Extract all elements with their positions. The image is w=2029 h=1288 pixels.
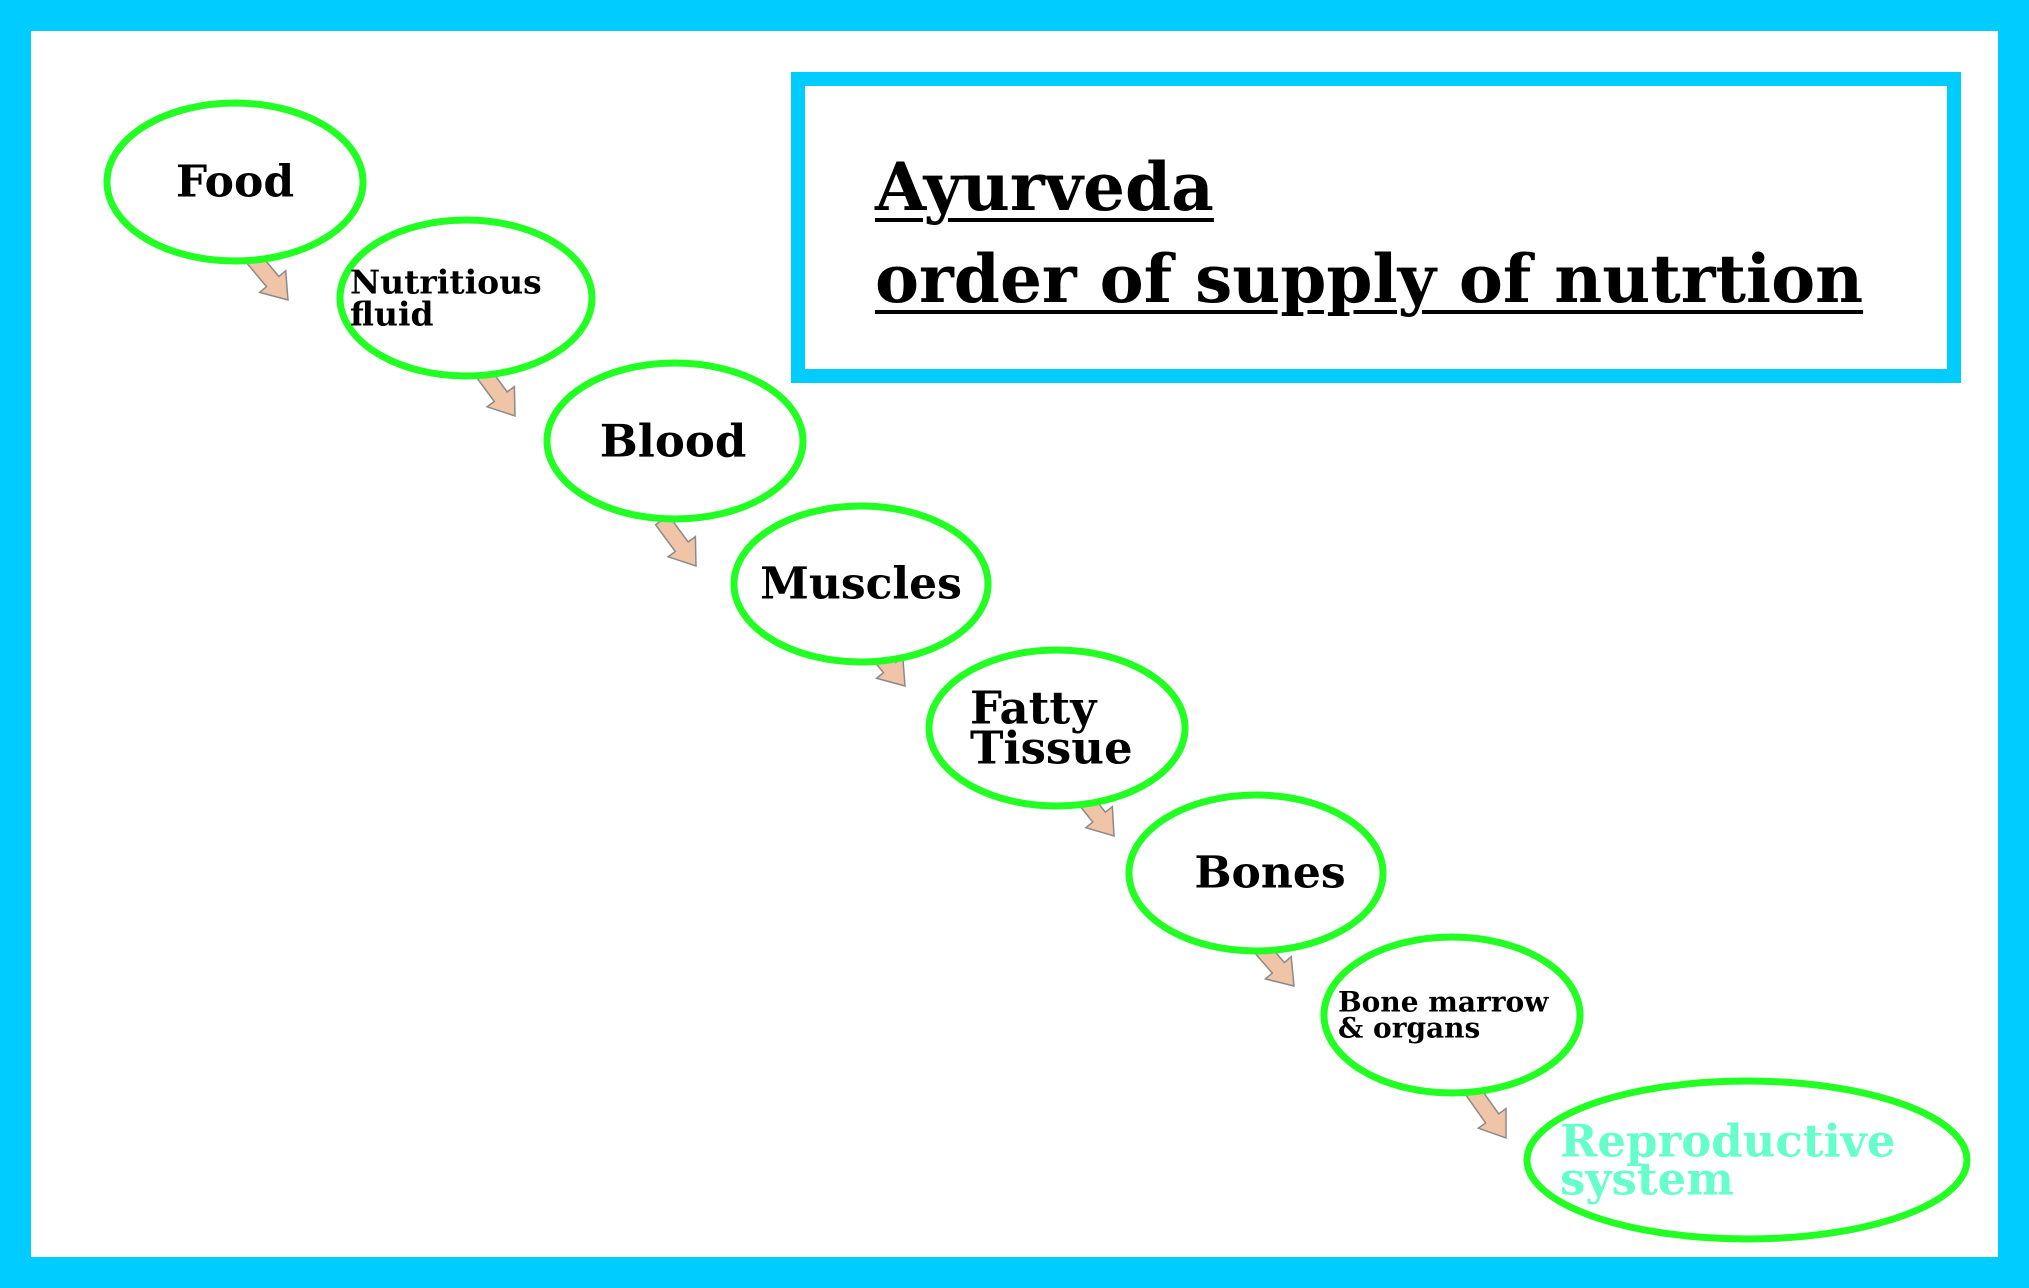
- node-ellipse: [336, 216, 596, 380]
- node-label: fluid: [350, 295, 434, 334]
- node-label: Food: [176, 157, 294, 208]
- node-3: Muscles: [730, 502, 992, 666]
- node-ellipse: [730, 502, 992, 666]
- nodes-layer: FoodNutritiousfluidBloodMusclesFattyTiss…: [103, 99, 1971, 1243]
- node-6: Bone marrow& organs: [1320, 933, 1584, 1097]
- node-label: Bones: [1194, 848, 1345, 899]
- node-ellipse: [103, 99, 367, 265]
- node-0: Food: [103, 99, 367, 265]
- arrows-layer: [240, 245, 1507, 1140]
- node-label: Blood: [600, 415, 747, 468]
- node-ellipse: [1523, 1077, 1971, 1243]
- node-label: Muscles: [760, 559, 962, 610]
- node-2: Blood: [543, 359, 807, 523]
- node-ellipse: [925, 646, 1189, 810]
- node-label: Nutritious: [350, 263, 542, 302]
- title-line-1: Ayurveda: [875, 148, 1214, 226]
- node-ellipse: [1125, 791, 1387, 955]
- node-ellipse: [1320, 933, 1584, 1097]
- node-label: & organs: [1338, 1012, 1480, 1045]
- node-5: Bones: [1125, 791, 1387, 955]
- title-line-2: order of supply of nutrtion: [875, 240, 1864, 318]
- node-label: Fatty: [970, 682, 1098, 735]
- node-label: Tissue: [970, 722, 1133, 775]
- node-label: system: [1560, 1153, 1734, 1206]
- title-box: Ayurveda order of supply of nutrtion: [791, 72, 1961, 383]
- node-label: Reproductive: [1560, 1115, 1895, 1168]
- node-ellipse: [543, 359, 807, 523]
- arrow-2: [654, 514, 697, 568]
- node-label: Bone marrow: [1338, 986, 1549, 1019]
